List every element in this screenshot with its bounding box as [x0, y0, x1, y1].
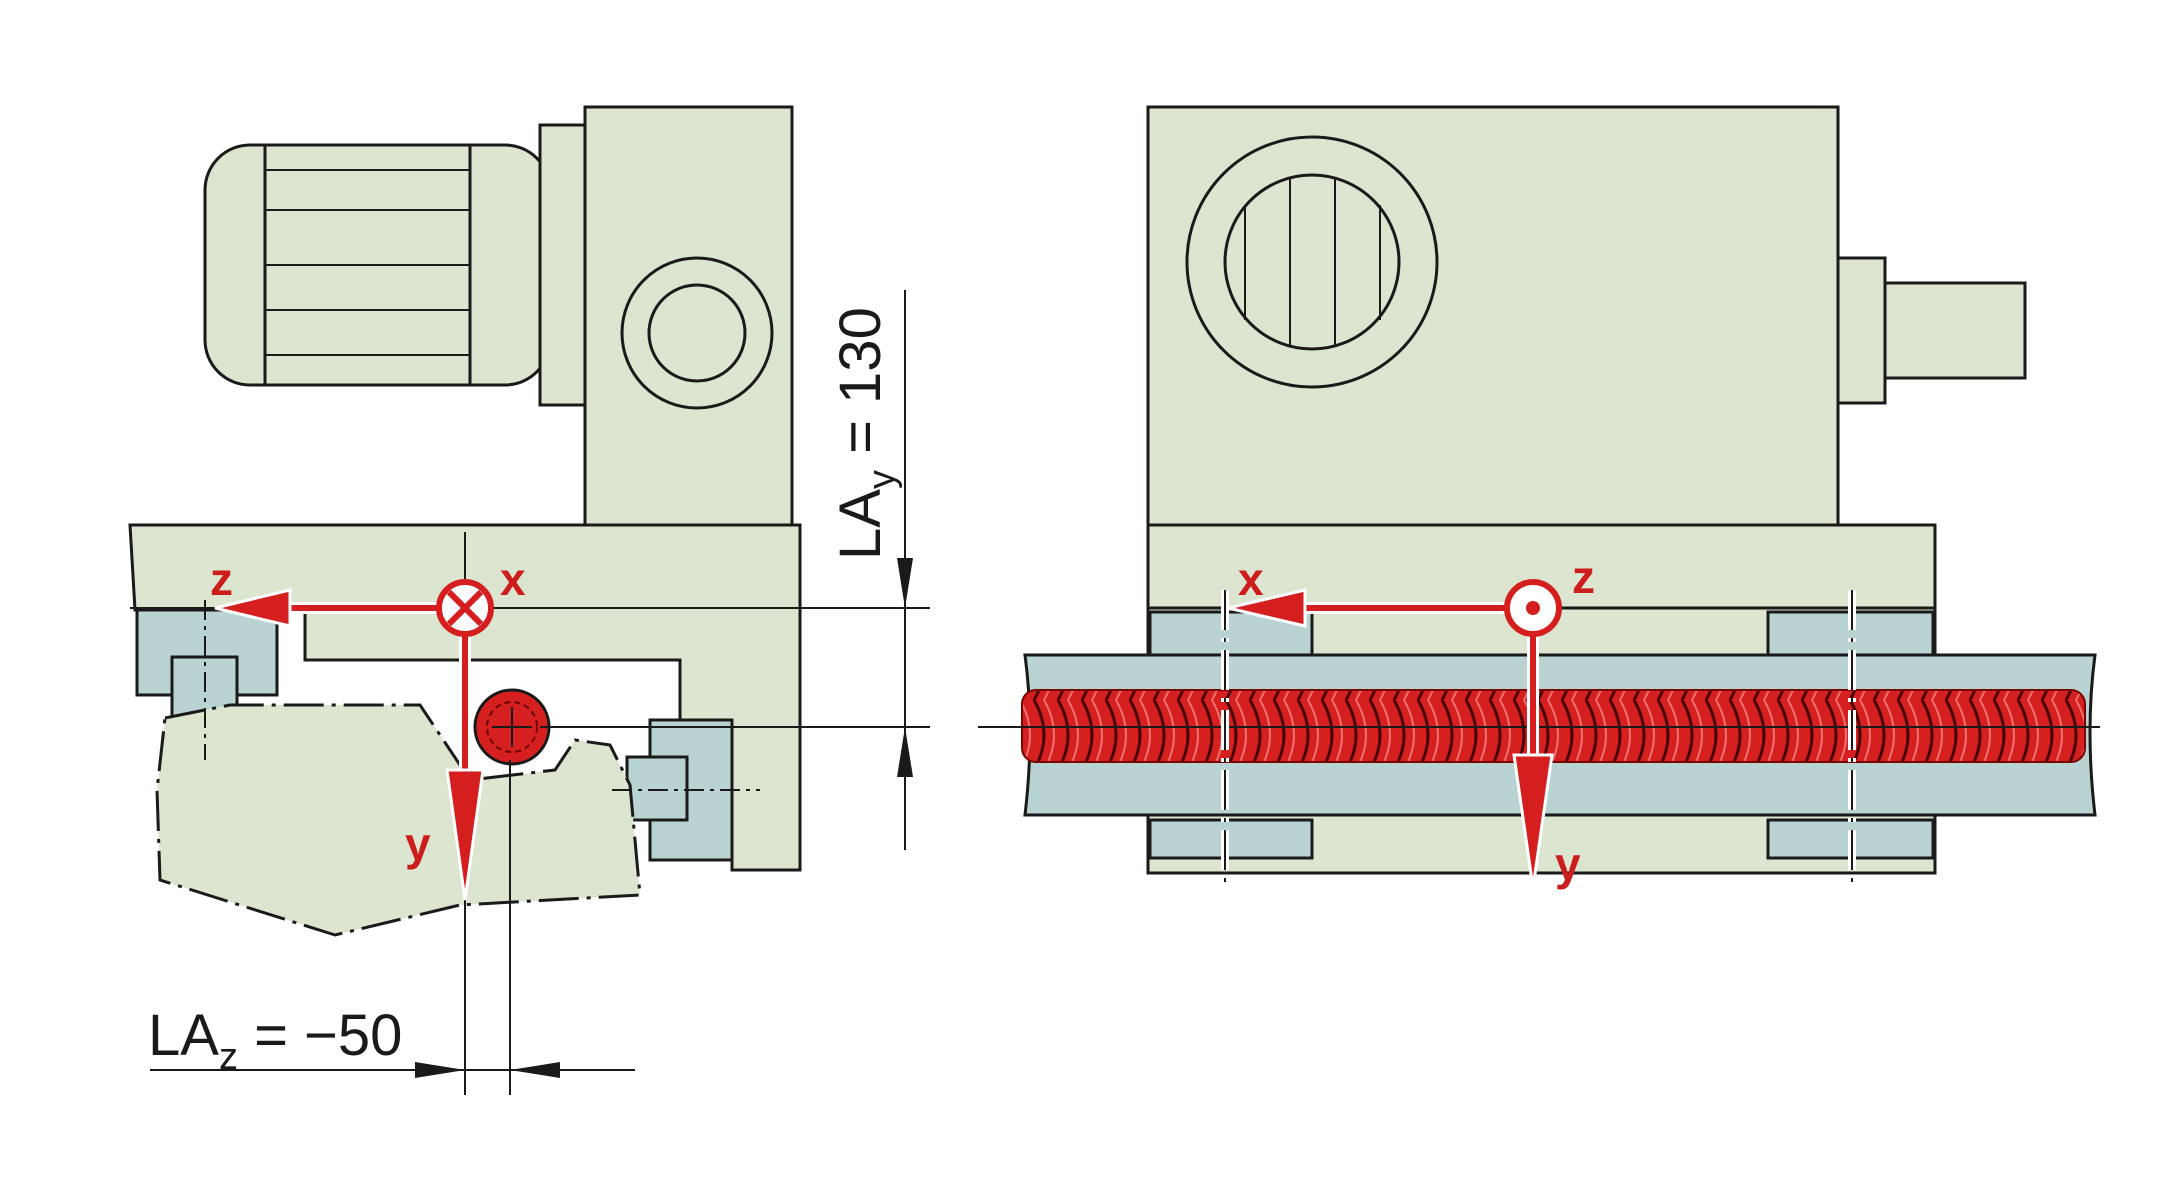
z-axis-arrow-left	[214, 588, 292, 628]
coordinate-system-right: x z y	[1227, 551, 1595, 890]
dimension-lay: LAy = 130	[470, 290, 930, 850]
y-axis-arrow-right	[1512, 753, 1554, 889]
y-axis-label-right: y	[1555, 838, 1581, 890]
dimension-lay-label: LAy = 130	[828, 307, 903, 560]
x-axis-into-page-icon	[436, 579, 494, 637]
screw-section-left	[473, 688, 551, 766]
z-axis-label-right: z	[1572, 551, 1595, 603]
x-axis-label-left: x	[500, 553, 526, 605]
y-axis-label-left: y	[405, 818, 431, 870]
y-axis-arrow-left	[445, 768, 485, 901]
z-axis-out-of-page-icon	[1504, 579, 1562, 637]
x-axis-label-right: x	[1238, 553, 1264, 605]
right-view: x z y	[978, 105, 2100, 890]
x-axis-arrow-right	[1227, 588, 1307, 628]
dimension-laz-label: LAz = −50	[148, 1003, 402, 1078]
rail-profile-left	[155, 703, 642, 937]
gearbox-left	[583, 105, 794, 527]
motor-left	[203, 123, 587, 407]
left-view: LAy = 130 LAz = −50 z x y	[128, 105, 930, 1095]
coordinate-system-left: z x y	[210, 553, 526, 901]
output-shaft-right	[1836, 256, 2027, 405]
dimension-laz: LAz = −50	[148, 1003, 635, 1078]
z-axis-label-left: z	[210, 553, 233, 605]
gearbox-right	[1146, 105, 1840, 527]
